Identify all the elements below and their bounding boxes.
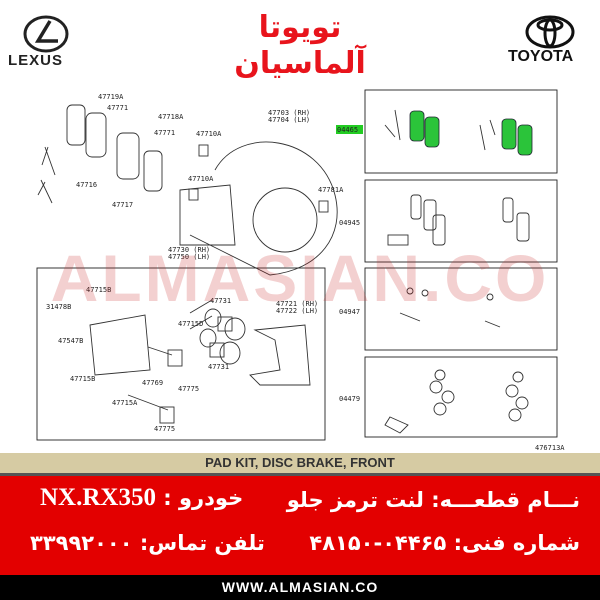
part-label-k04479: 04479 xyxy=(339,395,360,403)
shim xyxy=(502,197,514,223)
part-label-l47731b: 47731 xyxy=(208,363,229,371)
part-label-l47716: 47716 xyxy=(76,181,97,189)
pad-shim xyxy=(143,150,163,192)
part-label-l47715A: 47715A xyxy=(112,399,138,407)
piston xyxy=(217,316,233,332)
toyota-logo-icon xyxy=(525,15,575,49)
pin xyxy=(399,312,501,328)
lexus-logo-icon xyxy=(23,15,69,53)
part-label-l47703: 47703 (RH) xyxy=(268,109,310,117)
grease-pack xyxy=(387,234,409,246)
info-panel: نـــام قطعـــه: لنت ترمز جلو شماره فنی: … xyxy=(0,476,600,575)
slide-pins xyxy=(127,299,213,411)
car-info: NX.RX350 خودرو : xyxy=(40,484,243,512)
pin-boot xyxy=(167,349,183,367)
seal-set xyxy=(429,369,529,422)
highlighted-pads xyxy=(409,110,533,156)
part-label-l47719A: 47719A xyxy=(98,93,124,101)
part-label-l47715D: 47715D xyxy=(178,320,203,328)
part-label-ref: 476713A xyxy=(535,444,565,452)
brake-pad xyxy=(116,132,140,180)
part-label-l47775b: 47775 xyxy=(154,425,175,433)
part-label-k04465: 04465 xyxy=(337,126,358,134)
caliper-bracket xyxy=(179,184,236,246)
toyota-almasian-logo: تویوتا آلماسیان xyxy=(234,10,366,81)
caliper-body xyxy=(89,314,151,376)
part-label-l47710Ab: 47710A xyxy=(188,175,214,183)
part-label-l47730: 47730 (RH) xyxy=(168,246,210,254)
part-label-l47704: 47704 (LH) xyxy=(268,116,310,124)
disc-shield-hub xyxy=(252,187,318,253)
boot xyxy=(219,341,241,365)
boot xyxy=(224,317,246,341)
shim xyxy=(516,212,530,242)
pad-shim xyxy=(66,104,86,146)
phone: تلفن تماس: ۳۳۹۹۲۰۰۰ xyxy=(30,531,265,555)
part-label-l47710Aa: 47710A xyxy=(196,130,222,138)
part-label-l47771a: 47771 xyxy=(107,104,128,112)
bushing xyxy=(486,293,494,301)
caliper-assembly-box xyxy=(36,267,326,441)
part-highlight xyxy=(336,125,363,134)
part-label-l47715Ba: 47715B xyxy=(86,286,111,294)
lexus-brand: LEXUS xyxy=(8,52,64,69)
part-label-l47771b: 47771 xyxy=(154,129,175,137)
parts-diagram: 47719A 47771 47718A 47771 47716 47717 47710A 47… xyxy=(36,89,565,452)
part-label-l31478B: 31478B xyxy=(46,303,71,311)
website-link[interactable]: WWW.ALMASIAN.CO xyxy=(0,575,600,600)
part-labels: 47719A 47771 47718A 47771 47716 47717 47710A 47… xyxy=(46,93,565,452)
piston xyxy=(209,342,225,358)
bolt xyxy=(188,188,199,201)
bushing xyxy=(406,287,414,295)
torque-plate xyxy=(249,324,311,386)
part-label-l47781A: 47781A xyxy=(318,186,344,194)
part-label-l47717: 47717 xyxy=(112,201,133,209)
part-label-l47775a: 47775 xyxy=(178,385,199,393)
part-label-l47750: 47750 (LH) xyxy=(168,253,210,261)
shim xyxy=(410,194,422,220)
part-label-l47721: 47721 (RH) xyxy=(276,300,318,308)
part-label-k04945: 04945 xyxy=(339,219,360,227)
toyota-brand: TOYOTA xyxy=(508,48,574,65)
pin-boot xyxy=(159,406,175,424)
part-label-l47722: 47722 (LH) xyxy=(276,307,318,315)
kit-panel-04945 xyxy=(364,179,558,263)
part-label-l47718A: 47718A xyxy=(158,113,184,121)
kit-panel-04947 xyxy=(364,267,558,351)
part-label-l47715Bb: 47715B xyxy=(70,375,95,383)
shim xyxy=(432,214,446,246)
bushing xyxy=(421,289,429,297)
car-model: NX.RX350 xyxy=(40,484,156,511)
kit-panel-04479 xyxy=(364,356,558,438)
part-label-k04947: 04947 xyxy=(339,308,360,316)
part-number: شماره فنی: ۰۴۴۶۵-۴۸۱۵۰ xyxy=(309,531,580,555)
grease-pack xyxy=(384,416,409,434)
brake-pad xyxy=(85,112,107,158)
car-label: خودرو : xyxy=(163,486,244,510)
part-label-l47769: 47769 xyxy=(142,379,163,387)
disc-shield xyxy=(189,141,338,276)
seal xyxy=(204,308,222,328)
part-name: نـــام قطعـــه: لنت ترمز جلو xyxy=(286,488,580,512)
bolt xyxy=(318,200,329,213)
clip xyxy=(384,109,496,151)
kit-panel-04465 xyxy=(364,89,558,174)
part-label-l47547B: 47547B xyxy=(58,337,83,345)
bolt xyxy=(198,144,209,157)
clip xyxy=(37,146,56,204)
seal xyxy=(199,328,217,348)
part-label-l47731a: 47731 xyxy=(210,297,231,305)
product-title: PAD KIT, DISC BRAKE, FRONT xyxy=(0,453,600,476)
